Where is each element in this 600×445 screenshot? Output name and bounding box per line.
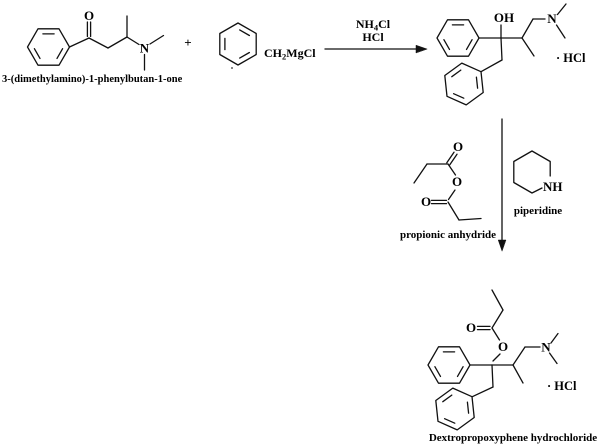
propionic-anhydride-structure: O O O propionic anhydride xyxy=(400,139,496,241)
product-bonds xyxy=(469,289,559,398)
step1-reagent1-label: NH4Cl xyxy=(356,17,391,33)
carbonyl-oxygen-label: O xyxy=(453,139,463,154)
hydroxyl-label: OH xyxy=(494,10,514,25)
benzyl-phenyl-ring xyxy=(444,62,484,106)
grignard-reagent-structure: CH2MgCl xyxy=(219,22,316,69)
bridge-oxygen-label: O xyxy=(452,174,462,189)
step1-reagent2-label: HCl xyxy=(362,30,384,44)
ester-oxygen-label: O xyxy=(498,339,508,354)
reactant1-bonds xyxy=(68,15,165,71)
product-name: Dextropropoxyphene hydrochloride xyxy=(429,432,597,444)
grignard-formula: CH2MgCl xyxy=(264,46,316,62)
benzyl-phenyl-ring xyxy=(435,387,475,431)
product-salt-label: · HCl xyxy=(547,379,577,393)
product-structure: O O N · HCl Dextropropoxyphene hydrochlo… xyxy=(427,289,597,444)
plus-sign: + xyxy=(184,35,191,50)
carbonyl-oxygen-label: O xyxy=(466,320,476,335)
phenyl-ring xyxy=(26,28,71,66)
phenyl-ring xyxy=(427,346,471,384)
amine-nitrogen-label: N xyxy=(140,41,150,56)
carbonyl-oxygen-label: O xyxy=(421,194,431,209)
amine-nitrogen-label: N xyxy=(541,340,551,355)
intermediate-salt-label: · HCl xyxy=(556,51,586,65)
carbonyl-oxygen-label: O xyxy=(84,8,94,23)
piperidine-name: piperidine xyxy=(514,205,562,217)
nh-label: NH xyxy=(543,179,563,194)
reactant1-name: 3-(dimethylamino)-1-phenylbutan-1-one xyxy=(2,74,183,85)
reactant1-structure: O N 3-(dimethylamino)-1-phenylbutan-1-on… xyxy=(2,8,183,85)
intermediate-bonds xyxy=(478,3,567,73)
arrowhead xyxy=(415,44,428,54)
step1-reaction-arrow: NH4Cl HCl xyxy=(324,17,428,54)
attachment-dot xyxy=(231,67,233,69)
phenyl-ring xyxy=(436,19,480,57)
amine-nitrogen-label: N xyxy=(547,11,557,26)
propionic-anhydride-bonds xyxy=(413,151,482,221)
anhydride-name: propionic anhydride xyxy=(400,229,496,241)
piperidine-ring xyxy=(513,150,551,194)
arrowhead xyxy=(497,239,507,252)
piperidine-structure: NH piperidine xyxy=(513,150,563,217)
intermediate-structure: OH N · HCl xyxy=(436,3,586,106)
benzene-ring xyxy=(219,22,257,66)
step2-reaction-arrow xyxy=(497,118,507,252)
